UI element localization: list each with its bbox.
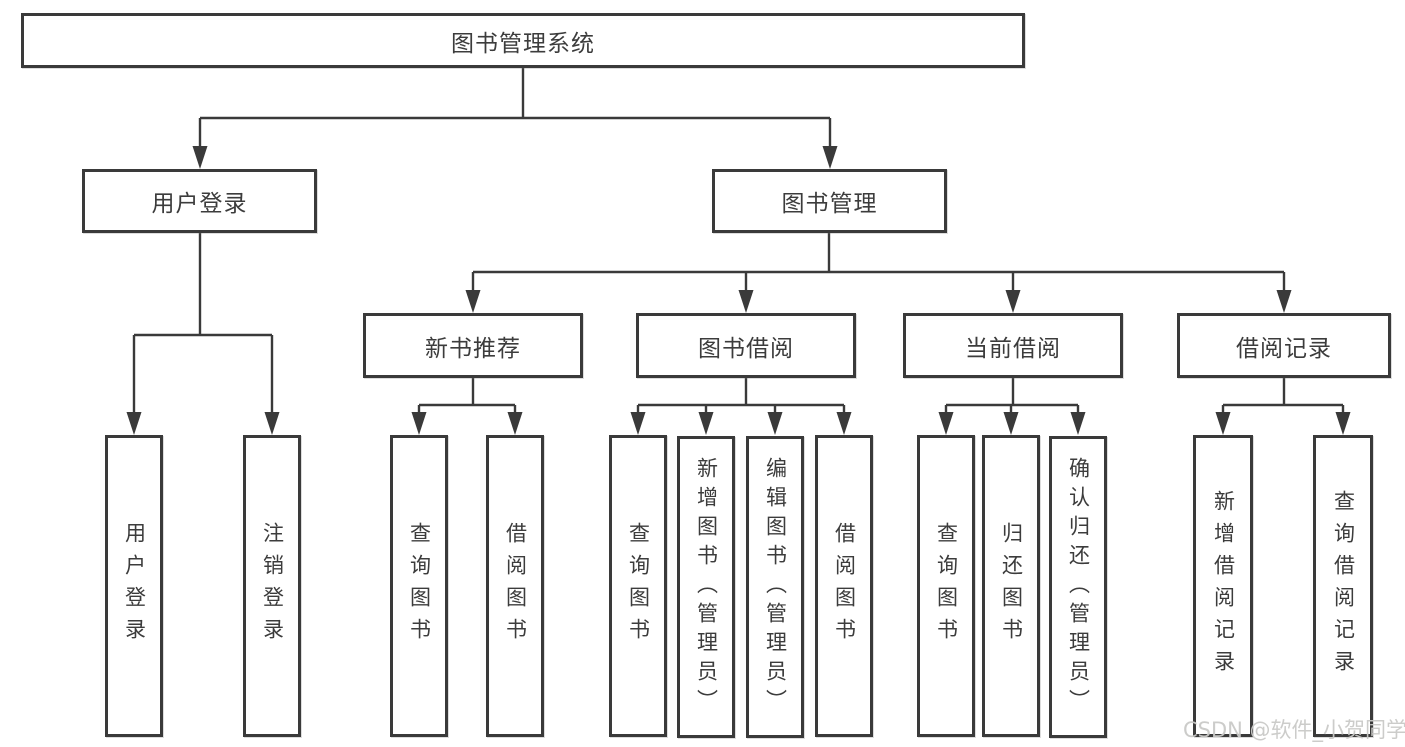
node-label: 查询图书 xyxy=(407,522,432,650)
connector-book-mgmt xyxy=(471,233,1286,294)
node-label: 查询借阅记录 xyxy=(1331,490,1356,682)
node-label: 当前借阅 xyxy=(965,335,1061,362)
arrowheads xyxy=(126,146,1351,435)
watermark-text: CSDN @软件_小贺同学 xyxy=(1183,718,1405,742)
node-borrowing-records: 借阅记录 xyxy=(1177,313,1391,378)
node-book-borrowing: 图书借阅 xyxy=(636,313,856,378)
leaf-return-books: 归还图书 xyxy=(982,435,1040,737)
node-label: 用户登录 xyxy=(151,191,248,217)
leaf-borrow-books-recommend: 借阅图书 xyxy=(486,435,544,737)
node-book-management-branch: 图书管理 xyxy=(712,169,947,233)
connector-user-login xyxy=(132,233,274,416)
node-label: 图书管理系统 xyxy=(451,30,595,57)
leaf-query-books-borrowing: 查询图书 xyxy=(609,435,667,737)
leaf-add-borrow-record: 新增借阅记录 xyxy=(1193,435,1253,737)
node-label: 借阅图书 xyxy=(503,522,528,650)
leaf-confirm-return-admin: 确认归还（管理员） xyxy=(1049,436,1107,738)
node-label: 查询图书 xyxy=(626,522,651,650)
node-library-management-system: 图书管理系统 xyxy=(21,13,1025,68)
node-user-login-branch: 用户登录 xyxy=(82,169,317,233)
node-label: 编辑图书（管理员） xyxy=(763,456,788,718)
connector-borrow-record xyxy=(1221,378,1345,416)
leaf-edit-books-admin: 编辑图书（管理员） xyxy=(746,436,804,738)
leaf-add-books-admin: 新增图书（管理员） xyxy=(677,436,735,738)
node-label: 新增图书（管理员） xyxy=(694,456,719,718)
connector-book-borrow xyxy=(636,378,846,416)
node-label: 确认归还（管理员） xyxy=(1066,456,1091,718)
node-label: 图书管理 xyxy=(781,191,878,217)
connector-current-borrow xyxy=(944,378,1080,416)
connector-root xyxy=(198,68,832,150)
leaf-query-books-current: 查询图书 xyxy=(917,435,975,737)
node-label: 查询图书 xyxy=(934,522,959,650)
leaf-query-books-recommend: 查询图书 xyxy=(390,435,448,737)
node-label: 借阅图书 xyxy=(832,522,857,650)
node-new-book-recommend: 新书推荐 xyxy=(363,313,583,378)
leaf-user-login: 用户登录 xyxy=(105,435,163,737)
node-label: 图书借阅 xyxy=(698,335,794,362)
node-label: 新增借阅记录 xyxy=(1211,490,1236,682)
node-label: 归还图书 xyxy=(999,522,1024,650)
node-current-borrowing: 当前借阅 xyxy=(903,313,1123,378)
leaf-logout: 注销登录 xyxy=(243,435,301,737)
leaf-query-borrow-record: 查询借阅记录 xyxy=(1313,435,1373,737)
node-label: 注销登录 xyxy=(260,522,285,650)
node-label: 用户登录 xyxy=(122,522,147,650)
node-label: 借阅记录 xyxy=(1236,335,1332,362)
connector-new-book-rec xyxy=(417,378,517,416)
leaf-borrow-books: 借阅图书 xyxy=(815,435,873,737)
node-label: 新书推荐 xyxy=(425,335,521,362)
